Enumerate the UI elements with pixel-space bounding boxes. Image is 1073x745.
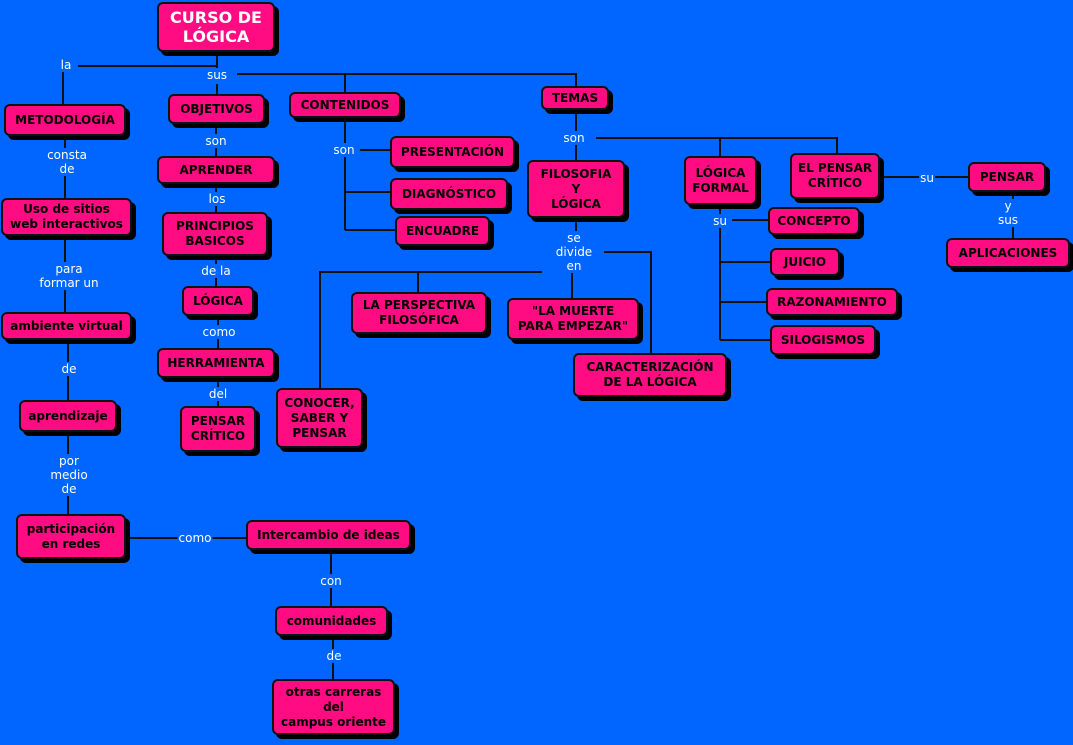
node-la-muerte-para-empezar[interactable]: "LA MUERTE PARA EMPEZAR" xyxy=(507,298,639,340)
link-label-su: su xyxy=(919,171,935,185)
link-label-como: como xyxy=(201,325,237,339)
link-label-de-la: de la xyxy=(200,264,232,278)
link-label-consta-de: consta de xyxy=(46,148,88,176)
link-label-de: de xyxy=(325,649,343,663)
node-logica[interactable]: LÓGICA xyxy=(182,286,254,316)
link-label-del: del xyxy=(207,387,229,401)
node-participacion-en-redes[interactable]: participación en redes xyxy=(16,514,126,559)
link-label-la: la xyxy=(59,58,73,72)
node-conocer-saber-y-pensar[interactable]: CONOCER, SABER Y PENSAR xyxy=(276,388,363,448)
link-label-son: son xyxy=(332,143,356,157)
node-la-perspectiva-filosofica[interactable]: LA PERSPECTIVA FILOSÓFICA xyxy=(351,292,487,334)
node-razonamiento[interactable]: RAZONAMIENTO xyxy=(766,288,898,316)
link-label-por-medio-de: por medio de xyxy=(49,454,89,496)
node-curso-de-logica[interactable]: CURSO DE LÓGICA xyxy=(157,2,275,52)
node-uso-de-sitios[interactable]: Uso de sitios web interactivos xyxy=(1,198,132,236)
node-contenidos[interactable]: CONTENIDOS xyxy=(289,92,401,118)
node-aprendizaje[interactable]: aprendizaje xyxy=(19,400,117,432)
node-metodologia[interactable]: METODOLOGÍA xyxy=(4,104,126,136)
node-presentacion[interactable]: PRESENTACIÓN xyxy=(390,136,515,168)
link-label-para-formar-un: para formar un xyxy=(38,262,100,290)
node-herramienta[interactable]: HERRAMIENTA xyxy=(157,348,275,378)
node-logica-formal[interactable]: LÓGICA FORMAL xyxy=(684,156,757,205)
node-diagnostico[interactable]: DIAGNÓSTICO xyxy=(390,178,508,210)
node-silogismos[interactable]: SILOGISMOS xyxy=(770,325,876,355)
node-temas[interactable]: TEMAS xyxy=(541,86,609,110)
node-juicio[interactable]: JUICIO xyxy=(770,248,840,276)
node-encuadre[interactable]: ENCUADRE xyxy=(395,216,490,246)
link-label-su: su xyxy=(712,214,728,228)
connector xyxy=(237,73,577,86)
node-filosofia-y-logica[interactable]: FILOSOFIA Y LÓGICA xyxy=(527,160,625,218)
node-comunidades[interactable]: comunidades xyxy=(275,606,388,636)
link-label-sus: sus xyxy=(205,68,229,82)
connector xyxy=(319,271,542,388)
node-aplicaciones[interactable]: APLICACIONES xyxy=(946,238,1070,268)
connector xyxy=(604,251,652,353)
link-label-como: como xyxy=(177,531,213,545)
connector xyxy=(78,52,218,67)
node-ambiente-virtual[interactable]: ambiente virtual xyxy=(1,312,132,340)
node-aprender[interactable]: APRENDER xyxy=(157,156,275,184)
link-label-se-divide-en: se divide en xyxy=(554,231,594,273)
node-caracterizacion-de-la-logica[interactable]: CARACTERIZACIÓN DE LA LÓGICA xyxy=(573,353,727,397)
link-label-de: de xyxy=(60,362,78,376)
connector xyxy=(596,137,838,153)
link-label-los: los xyxy=(207,192,227,206)
node-principios-basicos[interactable]: PRINCIPIOS BASICOS xyxy=(162,212,268,256)
link-label-con: con xyxy=(319,574,343,588)
node-objetivos[interactable]: OBJETIVOS xyxy=(168,94,265,124)
link-label-son: son xyxy=(204,134,228,148)
node-concepto[interactable]: CONCEPTO xyxy=(768,207,860,235)
node-intercambio-de-ideas[interactable]: Intercambio de ideas xyxy=(246,520,411,550)
node-pensar-critico[interactable]: PENSAR CRÍTICO xyxy=(180,406,256,452)
node-pensar[interactable]: PENSAR xyxy=(968,162,1046,192)
node-el-pensar-critico[interactable]: EL PENSAR CRÍTICO xyxy=(790,153,880,199)
link-label-son: son xyxy=(562,131,586,145)
link-label-y-sus: y sus xyxy=(996,199,1020,227)
node-otras-carreras[interactable]: otras carreras del campus oriente xyxy=(272,679,395,735)
